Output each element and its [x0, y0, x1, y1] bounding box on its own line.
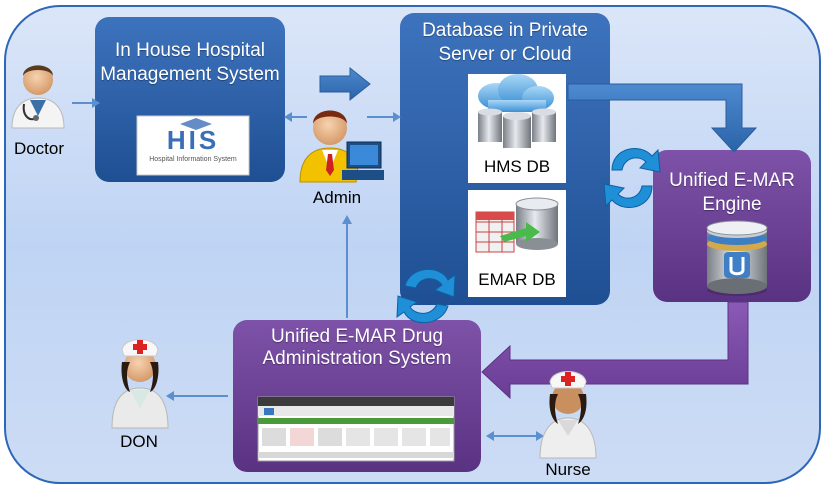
nurse-figure — [539, 371, 597, 459]
drug-admin-screenshot — [257, 396, 455, 462]
admin-figure — [299, 110, 384, 183]
db-to-engine-arrow — [567, 83, 758, 153]
engine-to-drugadmin-arrow — [481, 301, 749, 400]
connector-arrowheads — [92, 98, 544, 441]
admin-upload-arrow — [319, 66, 371, 102]
his-logo-text: HIS — [166, 125, 220, 155]
cloud-server-icon — [478, 74, 556, 148]
admin-label: Admin — [312, 188, 362, 207]
his-logo-card — [136, 115, 250, 176]
don-label: DON — [120, 432, 158, 451]
hms-box-title: In House Hospital Management System — [100, 40, 280, 85]
engine-database-icon — [706, 220, 768, 296]
sync-arrows-drugadmin — [396, 268, 456, 324]
drug-admin-box-title: Unified E-MAR Drug Administration System — [262, 326, 452, 369]
emar-db-label: EMAR DB — [478, 270, 556, 289]
connector-lines — [72, 102, 538, 437]
his-logo-mark — [180, 118, 212, 130]
hms-db-label: HMS DB — [483, 157, 551, 176]
sync-arrows-engine — [603, 148, 661, 208]
his-logo-subtext: Hospital Information System — [149, 156, 237, 163]
database-box-title: Database in Private Server or Cloud — [422, 20, 588, 65]
doctor-figure — [11, 65, 65, 129]
don-figure — [111, 339, 169, 429]
emar-database-icon — [475, 197, 559, 253]
nurse-label: Nurse — [545, 460, 591, 479]
doctor-label: Doctor — [13, 139, 65, 158]
engine-box-title: Unified E-MAR Engine — [669, 170, 795, 215]
